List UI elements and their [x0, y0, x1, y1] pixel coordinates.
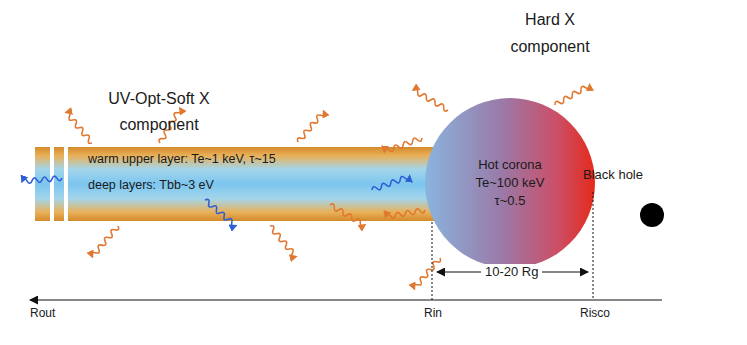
- component-label: UV-Opt-Soft X component: [84, 86, 234, 138]
- axis-label: Risco: [580, 306, 610, 321]
- axis-label: Rout: [30, 306, 55, 321]
- warm-layer-band: warm upper layer: Te~1 keV, τ~15 deep lay…: [35, 147, 435, 221]
- node-text: Te~100 keV: [475, 174, 544, 192]
- black-hole-label: Black hole: [583, 167, 643, 183]
- node-text: Hot corona: [478, 156, 542, 174]
- node-text: deep layers: Tbb~3 eV: [88, 176, 214, 194]
- node-text: τ~0.5: [495, 192, 526, 210]
- component-label: Hard X component: [492, 6, 608, 60]
- node-text: warm upper layer: Te~1 keV, τ~15: [88, 150, 276, 168]
- hot-corona-circle: Hot coronaTe~100 keVτ~0.5: [425, 98, 595, 268]
- deep-layer-band: deep layers: Tbb~3 eV: [35, 167, 425, 203]
- size-label: 10-20 Rg: [481, 264, 542, 280]
- axis-label: Rin: [424, 306, 442, 321]
